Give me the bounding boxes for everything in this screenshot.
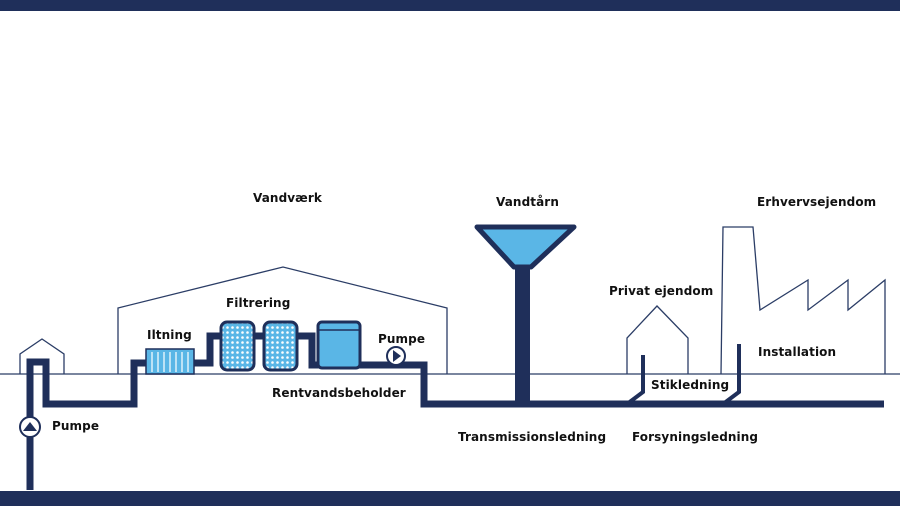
well-house xyxy=(19,338,65,374)
private-house xyxy=(626,305,689,374)
service-line-commercial xyxy=(721,344,741,406)
waterworks-building xyxy=(117,266,448,374)
filter-tank-2 xyxy=(262,320,299,372)
water-tower-column xyxy=(515,262,530,404)
label-transmission-line: Transmissionsledning xyxy=(458,430,607,444)
label-installation: Installation xyxy=(758,345,837,359)
label-filtration: Filtrering xyxy=(226,296,291,310)
clean-water-tank xyxy=(316,320,362,370)
label-water-tower: Vandtårn xyxy=(496,195,559,209)
label-private-property: Privat ejendom xyxy=(609,284,714,298)
label-pump-well: Pumpe xyxy=(52,419,100,433)
label-aeration: Iltning xyxy=(147,328,192,342)
label-service-line: Stikledning xyxy=(651,378,730,392)
label-waterworks: Vandværk xyxy=(253,191,322,205)
pump-icon xyxy=(19,416,41,438)
label-supply-line: Forsyningsledning xyxy=(632,430,759,444)
water-tower-tank xyxy=(474,224,577,270)
factory-building xyxy=(720,226,886,375)
bottom-frame-bar xyxy=(0,491,900,506)
label-clean-water-tank: Rentvandsbeholder xyxy=(272,386,406,400)
main-pipe xyxy=(26,332,884,490)
label-pump-plant: Pumpe xyxy=(378,332,426,346)
filter-tank-1 xyxy=(219,320,256,372)
pump-icon xyxy=(386,346,406,366)
label-commercial-property: Erhvervsejendom xyxy=(757,195,877,209)
service-line-private xyxy=(625,355,645,406)
top-frame-bar xyxy=(0,0,900,11)
